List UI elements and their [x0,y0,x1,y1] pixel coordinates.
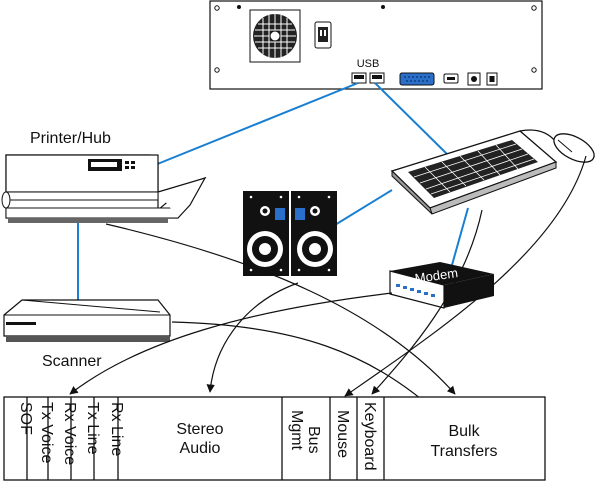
arrow-printer-bulk [105,223,456,395]
frame-slot-mouse: Mouse [334,410,351,458]
speaker-right [291,191,337,276]
frame-slot-bus-mgmt-line2: Mgmt [288,410,305,451]
modem-label: Modem [414,265,459,286]
usb-port-icon [369,72,385,84]
frame-slot-tx-line: Tx Line [84,402,101,455]
arrow-scanner-bulk [171,321,433,409]
usb-label: USB [357,58,380,70]
flow-arrows [69,155,587,409]
usb-link-keyboard [374,82,449,156]
frame-slot-bus-mgmt-line1: Bus [305,426,322,454]
frame-slot-stereo-audio-line2: Audio [180,440,221,457]
mouse [519,129,595,163]
fan-icon [249,9,301,63]
speaker-left [243,191,289,276]
frame-slot-stereo-audio-line1: Stereo [176,421,223,438]
usb-link-speakers [329,189,393,229]
arrow-keyboard [371,209,483,395]
usb-port-icon [351,72,367,84]
audio-jack-icon [467,72,481,86]
printer-hub: Printer/Hub [1,130,207,223]
frame-slot-bulk-line1: Bulk [448,423,480,440]
game-port-icon [486,72,498,86]
arrow-modem-voice [69,292,393,395]
frame-slot-rx-voice: Rx Voice [61,402,78,465]
frame-slot-tx-voice: Tx Voice [38,402,55,463]
arrow-speakers-audio [206,282,299,393]
serial-port-icon [443,73,459,84]
keyboard [390,130,558,215]
usb-link-printer [149,82,359,168]
usb-link-modem [451,207,469,266]
power-inlet-icon [314,21,332,49]
parallel-port-icon [399,72,435,86]
printer-hub-label: Printer/Hub [30,130,111,147]
frame-slot-keyboard: Keyboard [361,402,378,471]
frame-slot-bulk-line2: Transfers [431,443,498,460]
scanner: Scanner [3,299,171,370]
scanner-label: Scanner [42,353,102,370]
usb-links [77,82,469,302]
arrow-mouse [344,155,587,397]
frame-slot-sof: SOF [17,402,34,435]
frame-slot-rx-line: Rx Line [108,402,125,456]
pc-back-panel: USB [209,0,543,90]
modem: Modem [389,262,494,309]
usb-frame: SOF Tx Voice Rx Voice Tx Line Rx Line St… [3,396,546,481]
